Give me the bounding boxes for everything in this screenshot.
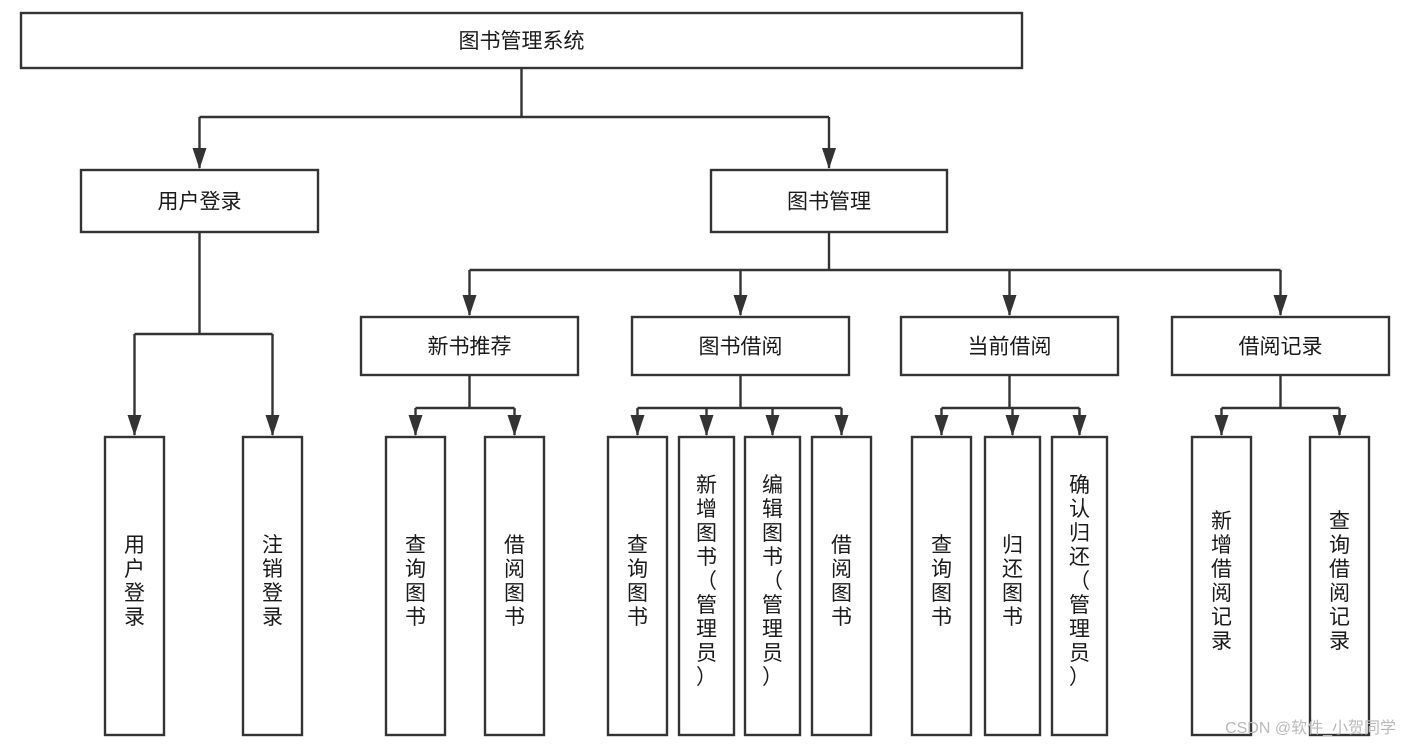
node-leaf-add-book[interactable]: 新增图书（管理员） [677,435,736,737]
user-login-to-leaves-arrowhead [265,415,280,436]
node-label: 归还图书 [1002,534,1023,629]
node-border [810,435,873,737]
node-border [359,315,580,377]
new-book-recommend-to-leaves-arrowhead [507,415,522,436]
book-management-to-level3-arrowhead [462,295,477,316]
connectors-layer [127,68,1347,436]
book-management-to-level3-arrowhead [733,295,748,316]
book-management-to-level3-arrowhead [1002,295,1017,316]
node-label: 图书管理系统 [459,30,585,53]
node-leaf-query-record[interactable]: 查询借阅记录 [1308,435,1371,737]
root-to-level2-arrowhead [192,148,207,169]
node-border [103,435,166,737]
node-label: 图书管理 [787,191,871,214]
node-border [630,315,851,377]
node-leaf-borrow-book[interactable]: 借阅图书 [810,435,873,737]
node-leaf-borrow-book-new[interactable]: 借阅图书 [483,435,546,737]
node-border [606,435,669,737]
root-to-level2-arrowhead [822,148,836,169]
book-borrow-to-leaves-arrowhead [834,415,849,436]
node-leaf-add-record[interactable]: 新增借阅记录 [1190,435,1253,737]
nodes-layer: 图书管理系统用户登录图书管理新书推荐图书借阅当前借阅借阅记录用户登录注销登录查询… [19,11,1391,737]
node-leaf-confirm-return[interactable]: 确认归还（管理员） [1050,435,1109,737]
node-label: 注销登录 [262,534,283,629]
node-border [899,315,1120,377]
node-label: 图书借阅 [699,336,783,359]
node-label: 借阅记录 [1239,336,1323,359]
node-leaf-query-book-borrow[interactable]: 查询图书 [606,435,669,737]
new-book-recommend-to-leaves-arrowhead [408,415,423,436]
node-label: 编辑图书（管理员） [762,474,783,689]
user-login-to-leaves-arrowhead [127,415,142,436]
node-label: 借阅图书 [831,534,852,629]
node-border [1050,435,1109,737]
node-root[interactable]: 图书管理系统 [19,11,1024,70]
book-borrow-to-leaves-arrowhead [699,415,714,436]
node-border [709,168,949,234]
node-leaf-edit-book[interactable]: 编辑图书（管理员） [743,435,802,737]
node-label: 查询图书 [931,534,952,629]
node-book-borrow[interactable]: 图书借阅 [630,315,851,377]
node-border [983,435,1042,737]
node-border [1308,435,1371,737]
node-label: 当前借阅 [968,336,1052,359]
node-borrow-record[interactable]: 借阅记录 [1170,315,1391,377]
node-border [19,11,1024,70]
current-borrow-to-leaves-arrowhead [934,415,949,436]
node-leaf-user-login[interactable]: 用户登录 [103,435,166,737]
node-border [743,435,802,737]
node-user-login[interactable]: 用户登录 [79,168,320,234]
node-border [1170,315,1391,377]
node-leaf-query-book-cur[interactable]: 查询图书 [910,435,973,737]
node-border [910,435,973,737]
node-label: 新增图书（管理员） [696,474,717,689]
borrow-record-to-leaves-arrowhead [1214,415,1229,436]
node-leaf-query-book-new[interactable]: 查询图书 [384,435,447,737]
node-label: 借阅图书 [504,534,525,629]
node-border [79,168,320,234]
book-management-to-level3-arrowhead [1273,295,1288,316]
node-label: 确认归还（管理员） [1069,474,1090,689]
node-book-management[interactable]: 图书管理 [709,168,949,234]
csdn-watermark: CSDN @软件_小贺同学 [1225,719,1396,737]
node-label: 用户登录 [124,534,145,629]
node-border [384,435,447,737]
node-label: 查询图书 [405,534,426,629]
node-new-book-recommend[interactable]: 新书推荐 [359,315,580,377]
book-borrow-to-leaves-arrowhead [630,415,645,436]
node-border [483,435,546,737]
book-borrow-to-leaves-arrowhead [765,415,780,436]
node-border [1190,435,1253,737]
node-current-borrow[interactable]: 当前借阅 [899,315,1120,377]
node-leaf-logout-login[interactable]: 注销登录 [241,435,304,737]
borrow-record-to-leaves-arrowhead [1332,415,1347,436]
node-label: 新增借阅记录 [1211,510,1232,653]
current-borrow-to-leaves-arrowhead [1072,415,1087,436]
node-label: 查询图书 [627,534,648,629]
current-borrow-to-leaves-arrowhead [1005,415,1020,436]
node-label: 查询借阅记录 [1329,510,1350,653]
node-label: 用户登录 [158,191,242,214]
node-label: 新书推荐 [428,336,512,359]
node-border [677,435,736,737]
node-border [241,435,304,737]
node-leaf-return-book[interactable]: 归还图书 [983,435,1042,737]
